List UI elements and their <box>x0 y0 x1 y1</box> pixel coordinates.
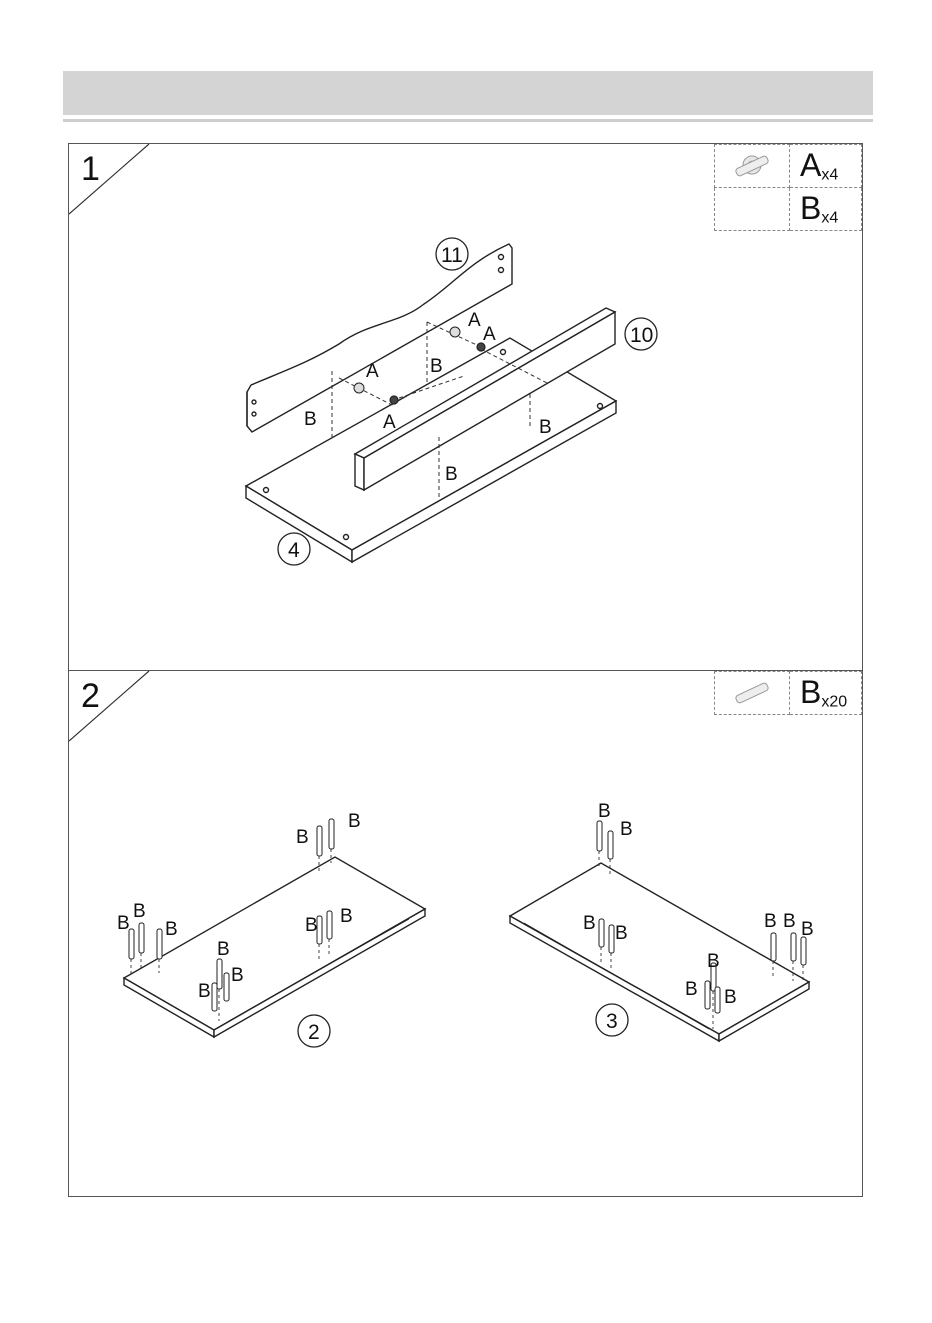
hardware-qty: x20 <box>821 694 847 711</box>
hardware-qty: x4 <box>821 167 838 184</box>
header-bar <box>63 71 873 115</box>
step-2-panel: 2 3 B B B B B B B B B B B B B B B B B B … <box>68 670 863 1197</box>
step-2-diagram: 2 3 B B B B B B B B B B B B B B B B B B … <box>69 671 864 1198</box>
svg-text:B: B <box>707 951 720 972</box>
svg-text:B: B <box>764 911 777 932</box>
step-number: 2 <box>81 679 100 713</box>
svg-text:B: B <box>231 965 244 986</box>
svg-text:A: A <box>468 310 481 331</box>
svg-text:B: B <box>445 464 458 485</box>
svg-text:B: B <box>340 906 353 927</box>
svg-text:B: B <box>801 919 814 940</box>
board-2 <box>124 857 425 1037</box>
wooden-dowel-icon <box>715 145 789 187</box>
svg-text:B: B <box>296 827 309 848</box>
step-1-panel: A A A A B B B B 1 11 10 4 Ax4 <box>68 143 863 671</box>
svg-text:B: B <box>304 409 317 430</box>
svg-text:B: B <box>539 417 552 438</box>
svg-text:B: B <box>430 356 443 377</box>
header-rule <box>63 119 873 122</box>
hardware-letter: B <box>800 674 821 710</box>
svg-text:A: A <box>483 324 496 345</box>
svg-text:A: A <box>383 412 396 433</box>
hardware-label: Ax4 <box>790 145 862 188</box>
hardware-label: Bx4 <box>790 188 862 231</box>
svg-text:A: A <box>366 361 379 382</box>
svg-text:B: B <box>305 915 318 936</box>
hardware-label: Bx20 <box>790 672 862 715</box>
hardware-letter: A <box>800 147 821 183</box>
svg-text:B: B <box>198 981 211 1002</box>
hardware-letter: B <box>800 190 821 226</box>
svg-text:B: B <box>685 979 698 1000</box>
part-number-3: 3 <box>606 1010 618 1033</box>
hardware-table: Bx20 <box>714 671 862 715</box>
hardware-table: Ax4 Bx4 <box>714 144 862 231</box>
svg-text:B: B <box>165 919 178 940</box>
svg-text:B: B <box>348 811 361 832</box>
wooden-dowel-icon <box>715 672 789 714</box>
part-number-2: 2 <box>308 1021 320 1044</box>
hardware-row: Bx4 <box>715 188 862 231</box>
hardware-row: Bx20 <box>715 672 862 715</box>
svg-text:B: B <box>598 801 611 822</box>
svg-text:B: B <box>217 939 230 960</box>
step-number: 1 <box>81 152 100 186</box>
hardware-icon-cell <box>715 188 790 231</box>
svg-text:B: B <box>783 911 796 932</box>
svg-text:B: B <box>133 901 146 922</box>
svg-text:B: B <box>583 913 596 934</box>
svg-text:B: B <box>615 923 628 944</box>
svg-text:B: B <box>724 987 737 1008</box>
board-3 <box>510 863 809 1041</box>
hardware-qty: x4 <box>821 210 838 227</box>
svg-text:B: B <box>620 819 633 840</box>
hardware-icon-cell <box>715 672 790 715</box>
svg-text:B: B <box>117 913 130 934</box>
